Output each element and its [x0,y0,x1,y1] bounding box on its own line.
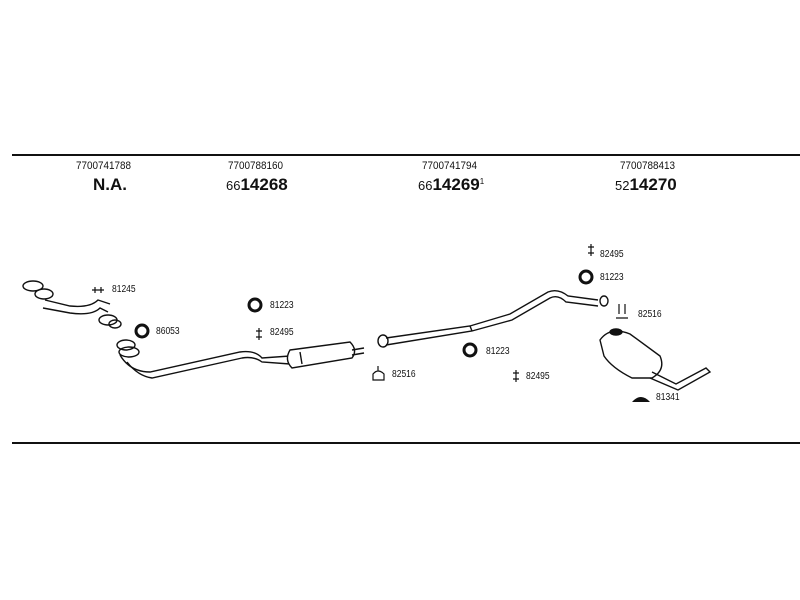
part-label-86053: 86053 [156,326,180,337]
part-label-81223-c: 81223 [600,272,624,283]
rear-pipe-flange [377,334,389,348]
part-code-2-prefix: 66 [226,178,241,193]
clamp-icons [92,244,628,382]
hanger-81341-icon [632,397,650,402]
intermediate-pipe [116,339,365,379]
part-code-3-number: 14269 [432,175,480,194]
oem-number-4: 7700788413 [620,160,676,172]
manifold-flange-2 [34,288,54,300]
oem-number-3: 7700741794 [422,160,478,172]
pipe-flange [116,339,136,351]
oem-number-2: 7700788160 [228,160,284,172]
rear-pipe [377,289,609,348]
middle-silencer [286,341,356,369]
part-label-82516-b: 82516 [638,309,662,320]
part-label-82495-b: 82495 [526,371,550,382]
front-pipe [22,280,122,329]
part-code-4-prefix: 52 [615,178,630,193]
bolt-82495c-icon [588,244,594,256]
ring-81223b-icon [462,342,478,358]
part-code-4-number: 14270 [629,175,677,194]
clamp-82516b-icon [616,304,628,319]
bolt-82495b-icon [513,370,519,382]
ring-81223a-icon [247,297,263,313]
part-code-3: 66142691 [418,176,484,193]
ring-86053-icon [134,323,150,339]
ring-81223c-icon [578,269,594,285]
part-label-82495-c: 82495 [600,249,624,260]
part-label-81223-a: 81223 [270,300,294,311]
rear-silencer [599,328,712,391]
part-code-3-prefix: 66 [418,178,433,193]
clamp-82516a-icon [372,366,385,381]
oem-number-1: 7700741788 [76,160,132,172]
part-code-3-footnote: 1 [479,177,485,186]
part-code-2-number: 14268 [240,175,288,194]
part-label-81341: 81341 [656,392,680,403]
part-label-81223-b: 81223 [486,346,510,357]
ring-icons [134,269,594,358]
part-code-4: 5214270 [615,176,677,193]
part-label-82516-a: 82516 [392,369,416,380]
clamp-81245-icon [92,287,104,293]
part-code-1: N.A. [93,175,127,194]
part-code-2: 6614268 [226,176,288,193]
bolt-82495a-icon [256,328,262,340]
part-label-82495-a: 82495 [270,327,294,338]
part-label-81245: 81245 [112,284,136,295]
manifold-flange-1 [22,280,44,292]
